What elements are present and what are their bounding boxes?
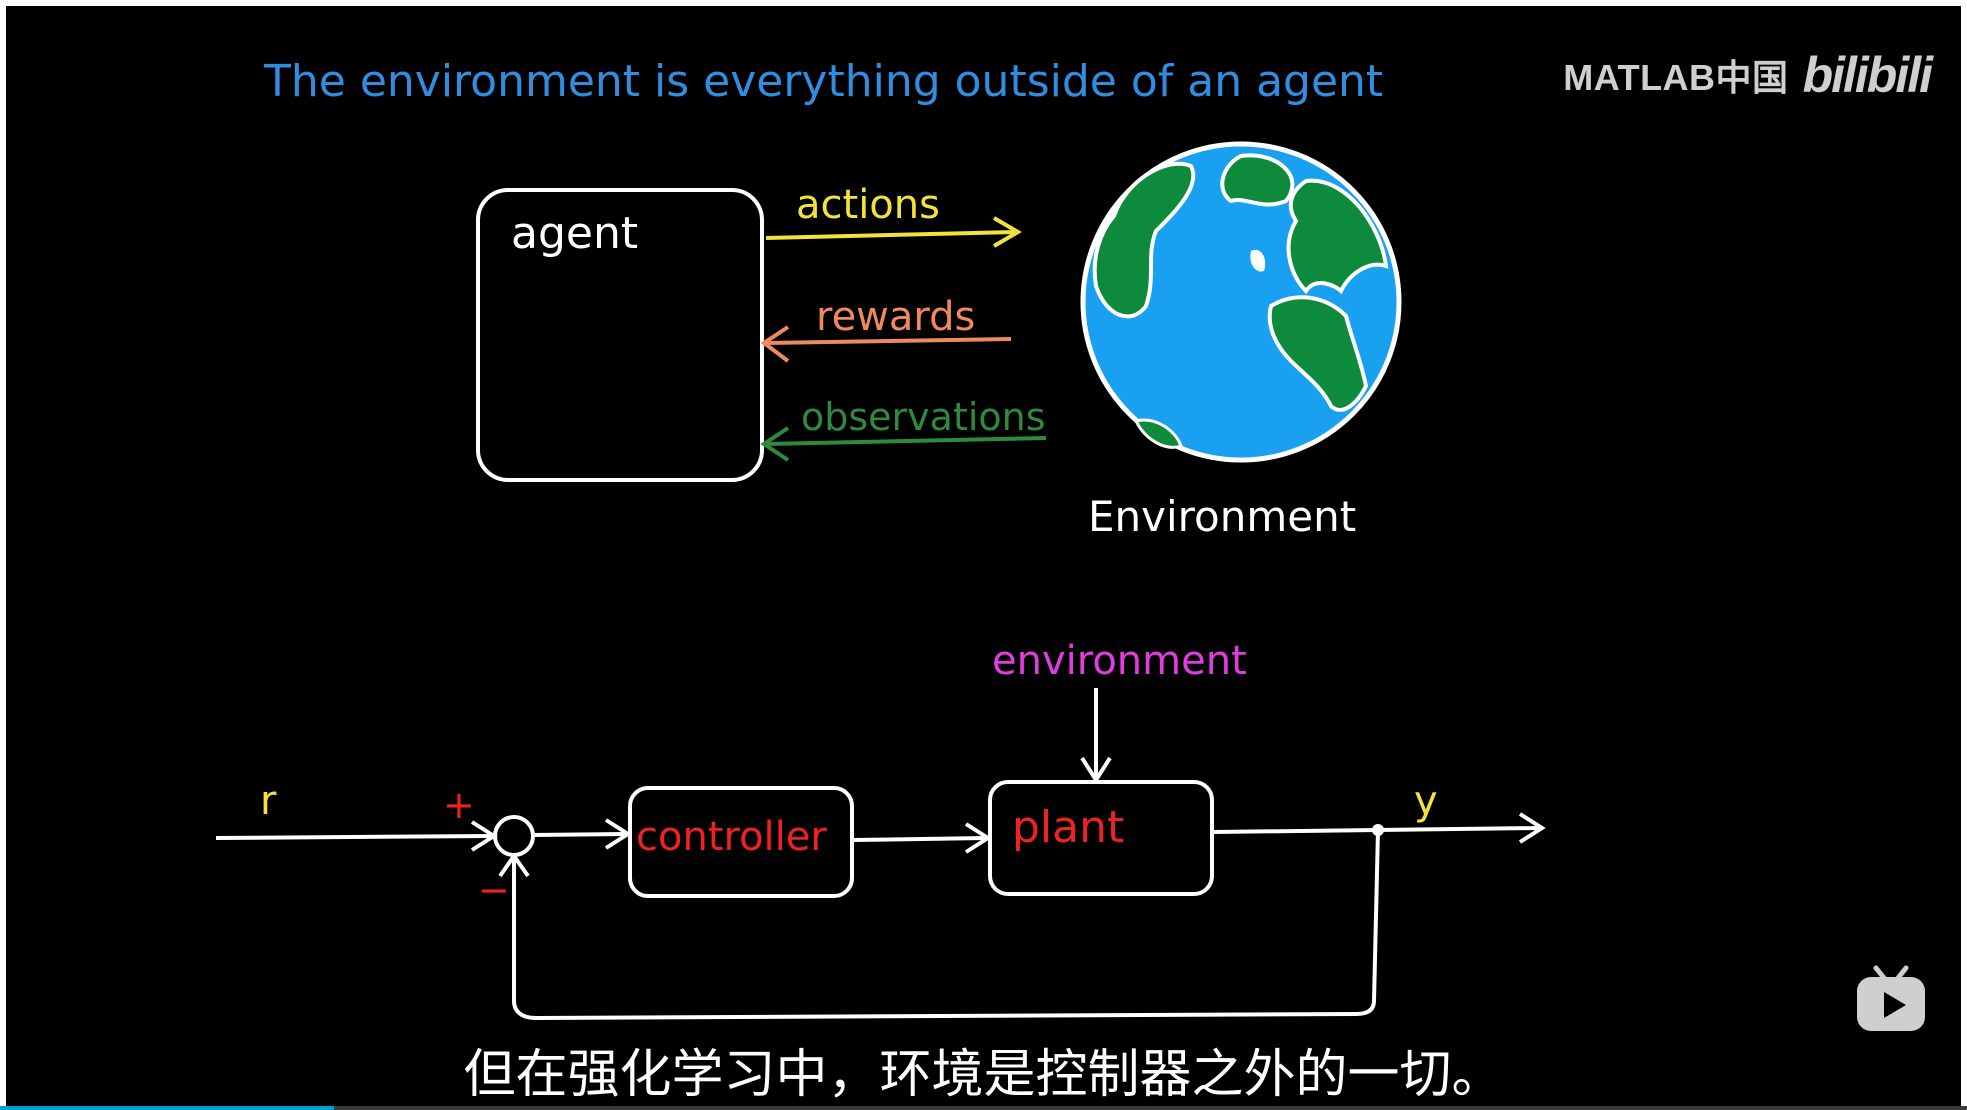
video-frame[interactable]: The environment is everything outside of…	[6, 6, 1961, 1110]
control-signal-line	[853, 836, 987, 842]
plant-box	[988, 780, 1214, 896]
controller-label: controller	[636, 814, 827, 860]
rewards-arrow	[765, 337, 1012, 345]
minus-sign: −	[478, 868, 510, 912]
environment-caption: Environment	[1088, 492, 1356, 541]
playback-progress-fill	[0, 1106, 335, 1110]
bilibili-tv-play-icon[interactable]	[1854, 964, 1928, 1034]
slide-headline: The environment is everything outside of…	[263, 56, 1383, 107]
plus-sign: +	[443, 783, 475, 827]
environment-arrowhead	[1080, 756, 1112, 784]
environment-disturbance-label: environment	[992, 638, 1247, 684]
controller-box	[628, 786, 854, 898]
video-subtitle: 但在强化学习中，环境是控制器之外的一切。	[463, 1045, 1504, 1105]
agent-box	[476, 188, 764, 482]
agent-label: agent	[511, 208, 638, 259]
control-loop-diagram: r + − controller plant environment	[215, 638, 1546, 1021]
watermark-text: MATLAB中国	[1563, 57, 1789, 98]
feedback-arrowhead	[498, 852, 530, 878]
observations-arrow	[765, 436, 1047, 446]
channel-watermark: MATLAB中国 bilibili	[1563, 46, 1933, 104]
bilibili-logo: bilibili	[1802, 47, 1933, 103]
output-arrowhead	[1518, 812, 1546, 844]
rewards-label: rewards	[816, 294, 975, 340]
whiteboard-canvas: The environment is everything outside of…	[215, 56, 1546, 1021]
rewards-arrowhead	[760, 325, 790, 363]
playback-progress-bar[interactable]	[0, 1106, 1967, 1110]
reference-signal-line	[215, 834, 493, 840]
observations-label: observations	[801, 395, 1046, 439]
plant-label: plant	[1012, 802, 1124, 853]
output-label: y	[1414, 778, 1438, 824]
rl-diagram: agent actions rewards observations	[476, 141, 1402, 541]
earth-globe-icon	[1080, 141, 1402, 463]
feedback-path	[512, 829, 1380, 1021]
tv-icon-graphic	[1857, 965, 1925, 1031]
summing-junction	[493, 815, 535, 857]
actions-arrowhead	[992, 216, 1022, 248]
error-signal-line	[532, 832, 627, 837]
actions-label: actions	[796, 182, 940, 228]
actions-arrow	[765, 230, 1017, 240]
reference-label: r	[260, 778, 277, 824]
observations-arrowhead	[760, 426, 790, 462]
